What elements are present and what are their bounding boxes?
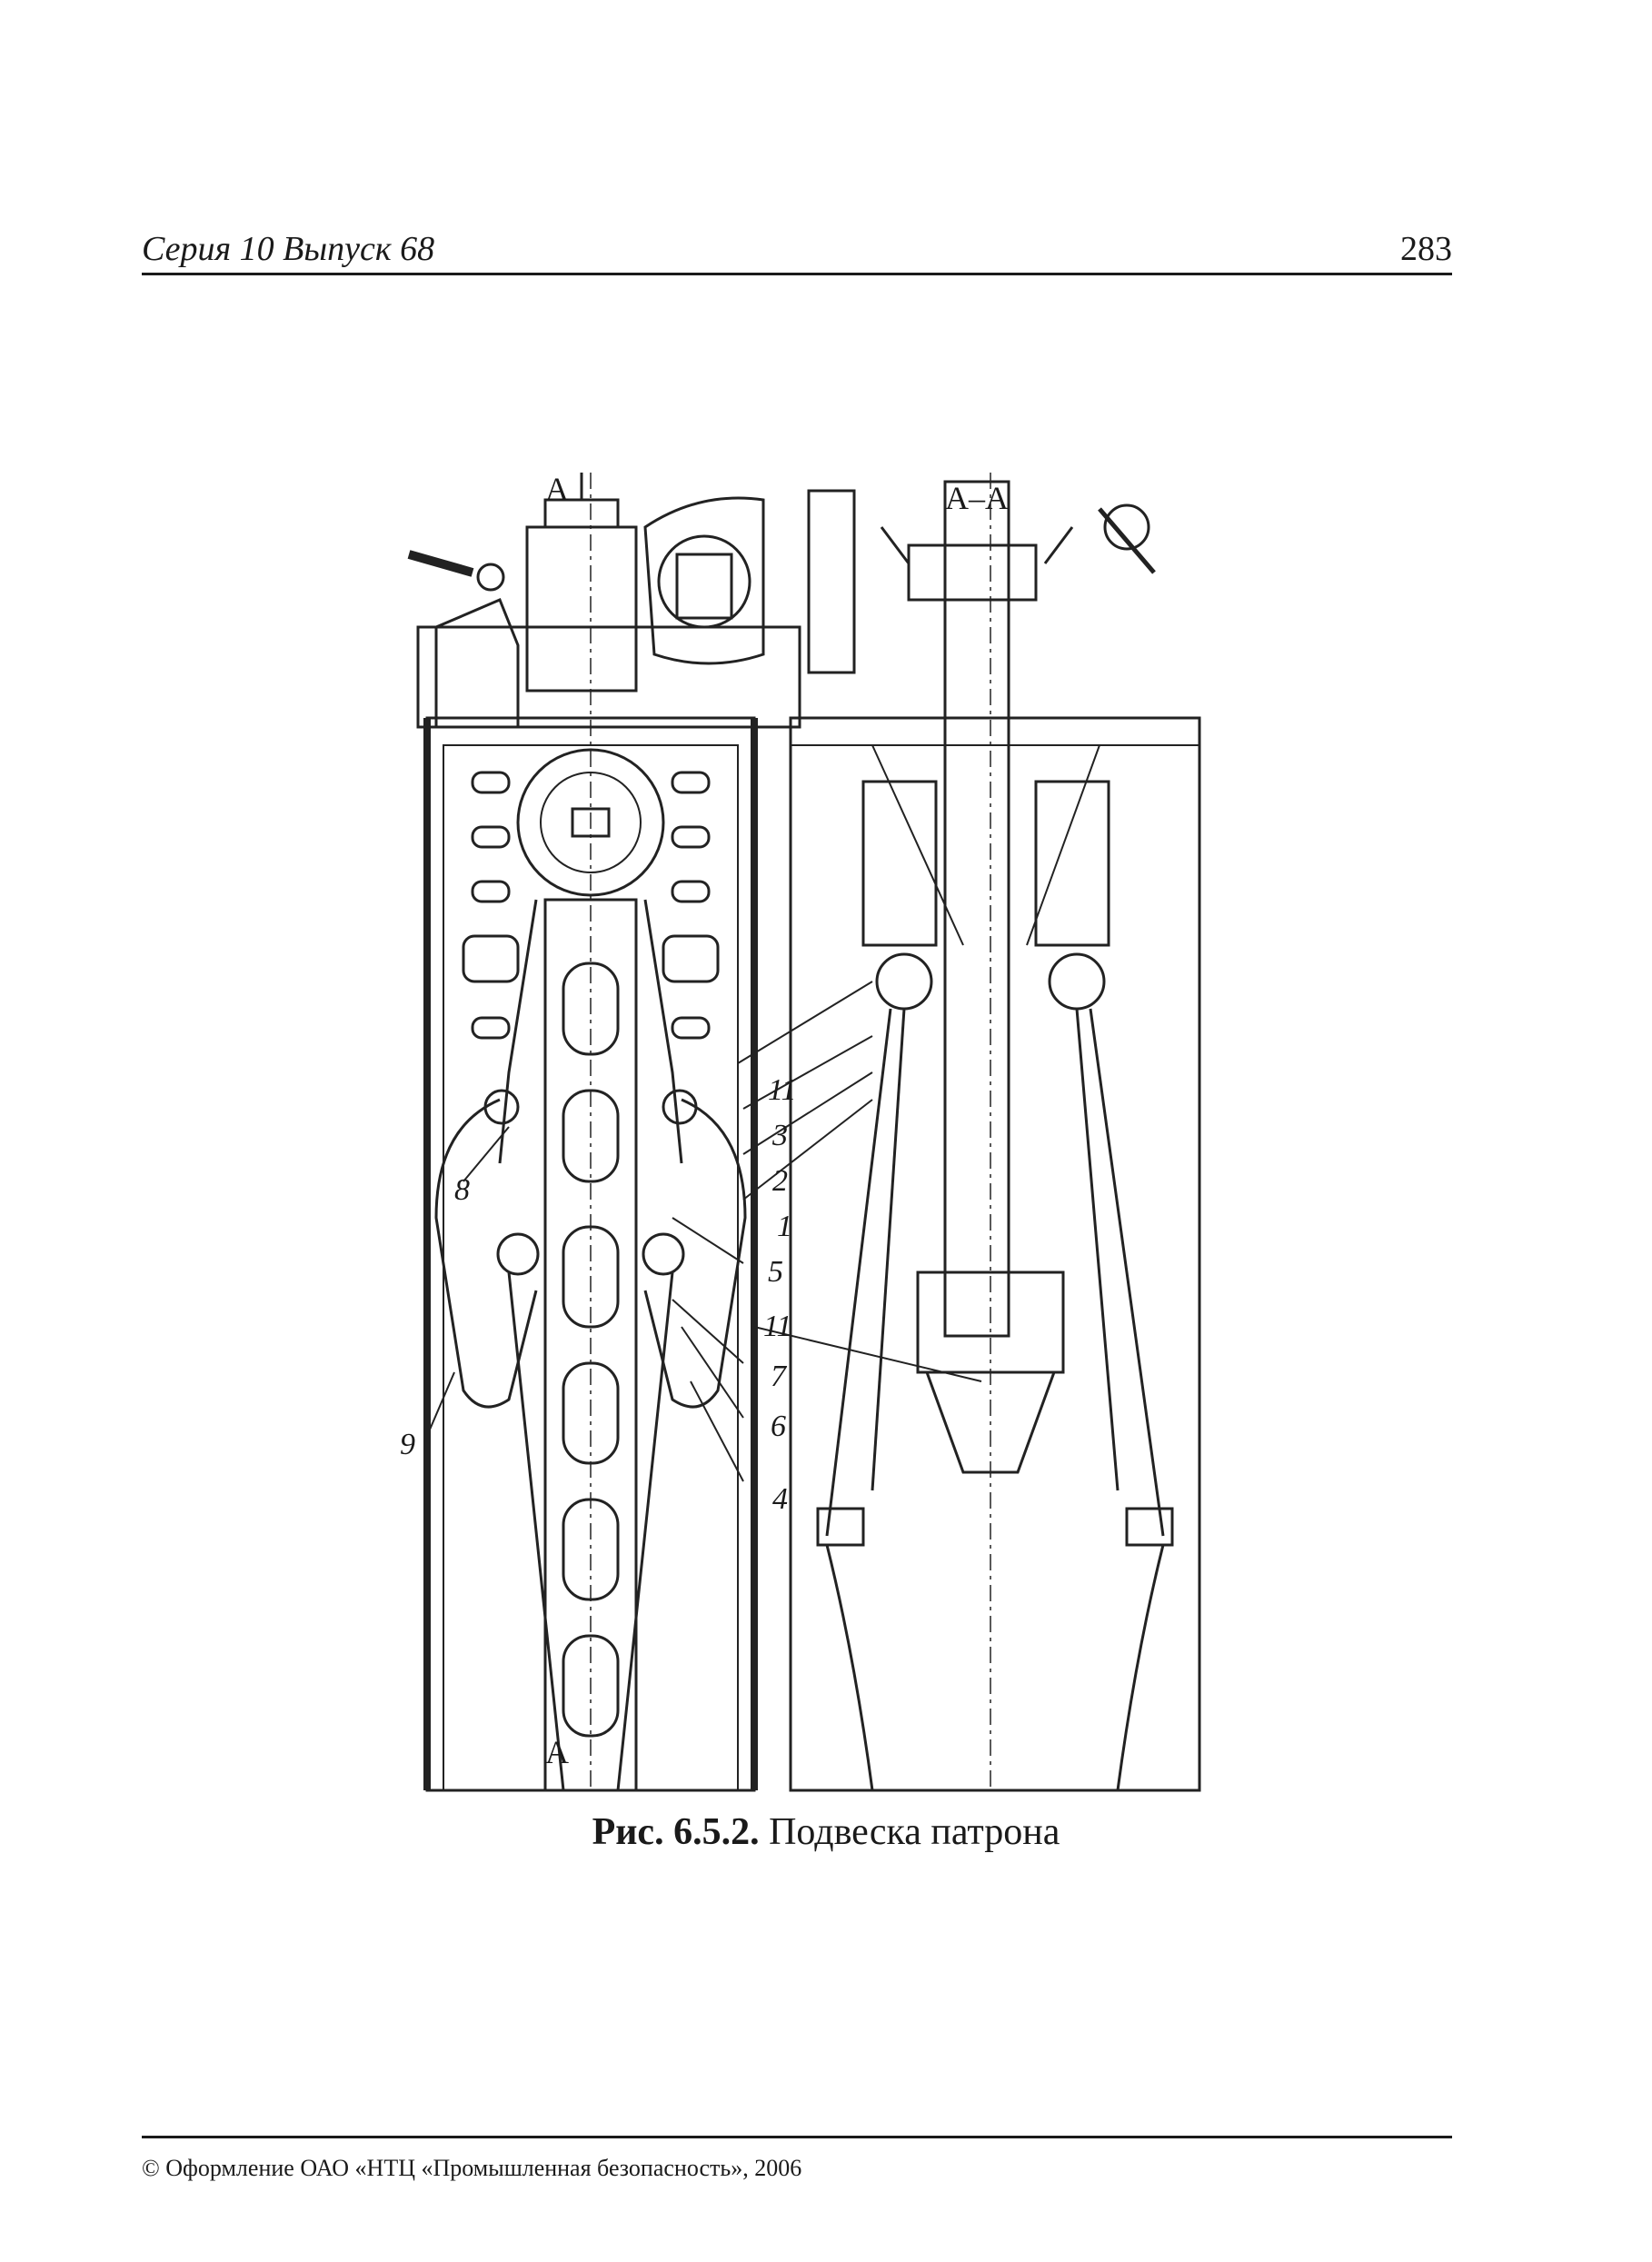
section-mark-top-left: A — [545, 473, 569, 507]
right-shaft — [943, 480, 1010, 1338]
footer-copyright: © Оформление ОАО «НТЦ «Промышленная безо… — [142, 2155, 802, 2181]
caption-label: Рис. 6.5.2. — [592, 1811, 760, 1853]
right-cylinder — [1034, 780, 1110, 947]
callout-5: 5 — [768, 1255, 783, 1289]
right-drum — [807, 489, 856, 674]
callout-7: 7 — [771, 1360, 788, 1393]
callout-1: 1 — [777, 1210, 792, 1243]
pulley — [516, 748, 665, 897]
gear-housing — [643, 496, 765, 665]
callout-4: 4 — [772, 1482, 788, 1516]
series-title: Серия 10 Выпуск 68 — [142, 230, 435, 268]
page-number: 283 — [1400, 230, 1452, 268]
figure-caption: Рис. 6.5.2. Подвеска патрона — [0, 1810, 1652, 1854]
side-bracket — [434, 598, 520, 727]
callout-11-top: 11 — [768, 1073, 796, 1107]
left-cylinder — [861, 780, 938, 947]
caption-text: Подвеска патрона — [769, 1811, 1060, 1853]
page-footer: © Оформление ОАО «НТЦ «Промышленная безо… — [142, 2136, 1452, 2182]
callout-8: 8 — [454, 1173, 470, 1207]
right-clamp — [643, 1098, 747, 1409]
callout-11-bottom: 11 — [763, 1310, 791, 1343]
drive-housing — [416, 625, 801, 729]
callout-6: 6 — [771, 1410, 786, 1443]
callout-9: 9 — [400, 1428, 415, 1461]
motor-block — [525, 525, 638, 693]
page-header: Серия 10 Выпуск 68 283 — [142, 229, 1452, 275]
section-mark-bottom: A — [545, 1734, 569, 1770]
technical-drawing: A A–A A 11 3 2 1 8 5 11 7 6 9 4 — [400, 473, 1236, 1799]
drawing-svg: A A–A A 11 3 2 1 8 5 11 7 6 9 4 — [400, 473, 1201, 1792]
left-clamp — [434, 1098, 538, 1409]
callout-2: 2 — [772, 1164, 788, 1198]
section-mark-top-right: A–A — [945, 480, 1009, 516]
right-casing — [789, 716, 1201, 1792]
callout-3: 3 — [771, 1119, 788, 1152]
